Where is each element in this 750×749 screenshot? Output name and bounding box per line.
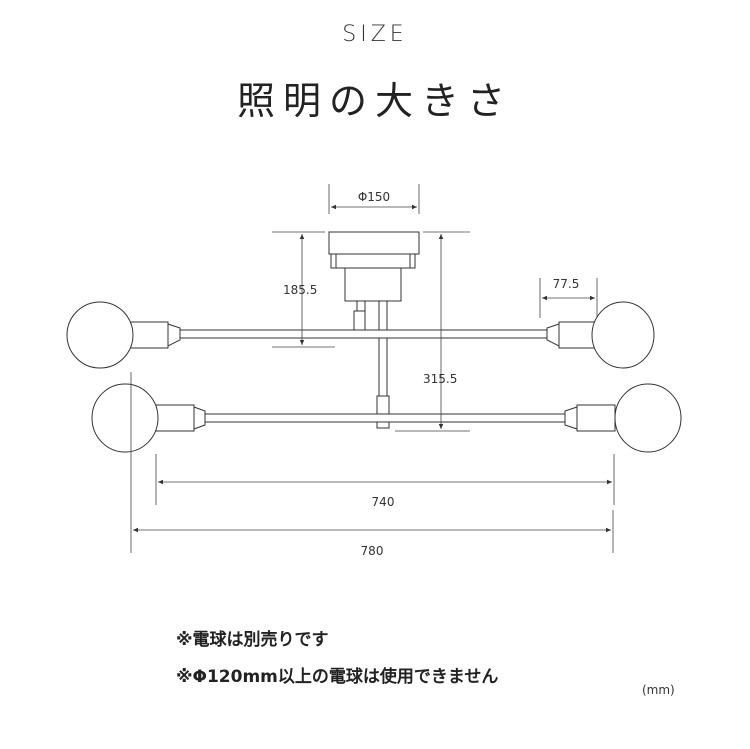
socket-upper-left [129,321,181,349]
dim-label-height-upper: 185.5 [283,283,317,297]
bulb-lower-right [614,383,682,453]
dim-label-height-total: 315.5 [423,372,457,386]
bulb-upper-left [66,301,134,369]
dim-label-inner-width: 740 [372,495,395,509]
lower-joint [376,395,390,429]
dim-label-total-width: 780 [361,544,384,558]
bulb-upper-right [591,301,655,369]
lower-stem [378,300,388,398]
section-title-en: SIZE [342,22,408,47]
note-bulb-size-limit: ※Φ120mm以上の電球は使用できません [176,667,499,687]
socket-lower-left [155,404,206,432]
bulb-lower-left [91,383,159,453]
dim-label-socket: 77.5 [553,277,580,291]
section-title-ja: 照明の大きさ [236,79,513,123]
socket-upper-right [546,321,598,349]
lower-arm [204,413,566,423]
note-bulb-sold-separately: ※電球は別売りです [176,630,329,650]
unit-label: (mm) [642,683,675,697]
dim-label-canopy: Φ150 [358,190,390,204]
canopy [328,231,420,302]
socket-lower-right [564,404,616,432]
upper-arm [179,329,548,339]
